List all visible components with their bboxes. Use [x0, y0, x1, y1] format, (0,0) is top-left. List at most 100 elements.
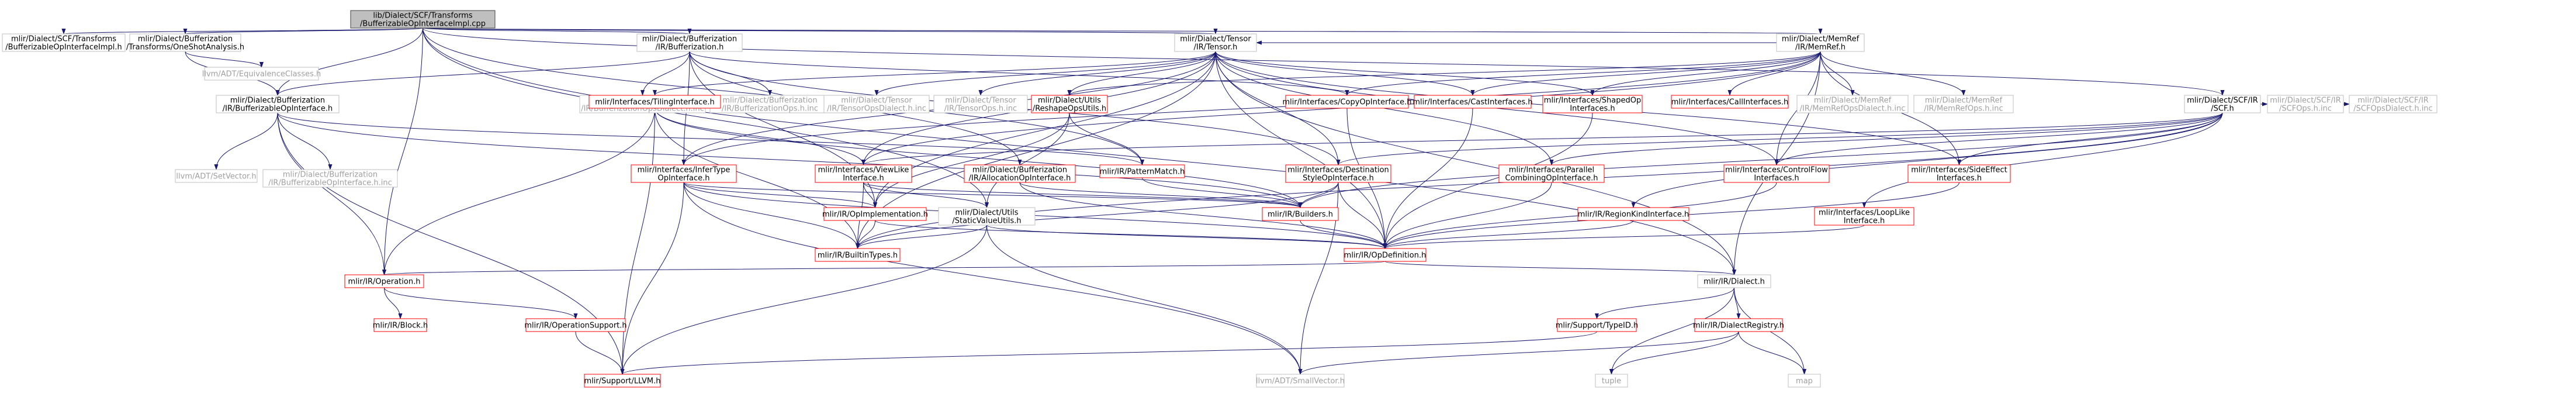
node-label-line: mlir/IR/OpImplementation.h: [822, 211, 928, 219]
node-dialect-registry[interactable]: mlir/IR/DialectRegistry.h: [1693, 318, 1784, 332]
edge-memref_ir-to-cast_ifaces: [1470, 51, 1821, 96]
node-cast-ifaces[interactable]: mlir/Interfaces/CastInterfaces.h: [1412, 95, 1533, 109]
edge-memref_ir-to-infertype_iface: [681, 51, 1821, 165]
node-box: [1262, 207, 1339, 221]
node-reshape-utils[interactable]: mlir/Dialect/Utils/ReshapeOpsUtils.h: [1031, 95, 1108, 113]
node-label-line: mlir/IR/Block.h: [373, 322, 428, 330]
node-box: [2, 33, 126, 52]
node-scf-ir[interactable]: mlir/Dialect/SCF/IR/SCF.h: [2184, 95, 2261, 113]
node-label-line: Interfaces.h: [1937, 174, 1982, 183]
edge-ir_dialect-to-tuple: [1609, 287, 1734, 375]
node-support-llvm[interactable]: mlir/Support/LLVM.h: [584, 374, 661, 388]
edge-dest_style_iface-to-builtin_types: [856, 182, 1339, 249]
node-root[interactable]: lib/Dialect/SCF/Transforms/BufferizableO…: [350, 10, 496, 29]
node-regionkind-iface[interactable]: mlir/IR/RegionKindInterface.h: [1577, 207, 1689, 221]
node-scf-ops-dialect-inc: mlir/Dialect/SCF/IR/SCFOpsDialect.h.inc: [2349, 95, 2437, 113]
node-label-line: mlir/Dialect/MemRef: [1782, 35, 1860, 44]
node-label-line: mlir/Dialect/Tensor: [841, 96, 912, 105]
edge-static_value_utils-to-support_llvm: [620, 225, 987, 375]
edge-op_definition-to-ir_dialect: [1384, 261, 1736, 275]
node-tiling-iface[interactable]: mlir/Interfaces/TilingInterface.h: [588, 95, 721, 109]
edge-root-to-ir_operation: [382, 27, 423, 275]
node-box: [1542, 95, 1643, 113]
node-ir-dialect[interactable]: mlir/IR/Dialect.h: [1697, 274, 1771, 288]
node-map: map: [1788, 374, 1821, 388]
edge-buf_opinterface-to-ir_operation: [277, 112, 386, 275]
node-builders[interactable]: mlir/IR/Builders.h: [1262, 207, 1339, 221]
node-buf-alloc-iface[interactable]: mlir/Dialect/Bufferization/IR/Allocation…: [964, 164, 1076, 183]
edge-shaped_iface-to-op_definition: [1383, 112, 1593, 249]
edge-infertype_iface-to-builtin_types: [683, 182, 860, 249]
edge-ir_operation-to-ir_block: [384, 287, 403, 319]
node-box: [1671, 95, 1789, 109]
node-buf-opinterface[interactable]: mlir/Dialect/Bufferization/IR/Bufferizab…: [216, 95, 340, 113]
node-label-line: /ReshapeOpsUtils.h: [1033, 105, 1106, 113]
edge-root-to-buf_ir_bufferization: [423, 27, 691, 34]
node-op-support[interactable]: mlir/IR/OperationSupport.h: [524, 318, 627, 332]
node-box: [1256, 374, 1345, 388]
node-label-line: mlir/Dialect/Tensor: [1180, 35, 1251, 44]
node-scf-ops-inc: mlir/Dialect/SCF/IR/SCFOps.h.inc: [2267, 95, 2344, 113]
node-label-line: /IR/Bufferization.h: [656, 43, 724, 52]
node-label-line: tuple: [1602, 377, 1621, 386]
node-typeid[interactable]: mlir/Support/TypeID.h: [1556, 318, 1638, 332]
node-label-line: mlir/Dialect/SCF/IR: [2270, 96, 2341, 105]
node-builtin-types[interactable]: mlir/IR/BuiltinTypes.h: [815, 248, 901, 262]
node-memref-ir[interactable]: mlir/Dialect/MemRef/IR/MemRef.h: [1776, 33, 1865, 52]
node-label-line: Interfaces.h: [1754, 174, 1799, 183]
node-box: [373, 318, 427, 332]
node-pattern-match[interactable]: mlir/IR/PatternMatch.h: [1099, 164, 1185, 178]
node-tensor-ir[interactable]: mlir/Dialect/Tensor/IR/Tensor.h: [1174, 33, 1257, 52]
node-label-line: mlir/Interfaces/Destination: [1287, 166, 1389, 175]
edge-regionkind_iface-to-op_definition: [1383, 220, 1634, 249]
node-box: [815, 164, 912, 183]
node-op-definition[interactable]: mlir/IR/OpDefinition.h: [1344, 248, 1427, 262]
edge-buf_oneshot-to-equiv_classes: [185, 51, 264, 68]
node-box: [1099, 164, 1185, 178]
node-call-ifaces[interactable]: mlir/Interfaces/CallInterfaces.h: [1671, 95, 1789, 109]
edge-tensor_ir-to-tiling_iface: [653, 51, 1216, 96]
edge-root-to-ir_dialect: [423, 27, 1736, 275]
edge-tiling_iface-to-viewlike_iface: [655, 108, 865, 165]
node-buf-ir-bufferization[interactable]: mlir/Dialect/Bufferization/IR/Bufferizat…: [636, 33, 743, 52]
node-ir-operation[interactable]: mlir/IR/Operation.h: [344, 274, 424, 288]
node-label-line: llvm/ADT/EquivalenceClasses.h: [202, 70, 321, 79]
edge-infertype_iface-to-builders: [683, 182, 1303, 208]
node-dest-style-iface[interactable]: mlir/Interfaces/DestinationStyleOpInterf…: [1285, 164, 1391, 183]
node-parallel-iface[interactable]: mlir/Interfaces/ParallelCombiningOpInter…: [1498, 164, 1605, 183]
node-label-line: mlir/Interfaces/CastInterfaces.h: [1412, 98, 1532, 107]
node-scf-transforms-bufimpl[interactable]: mlir/Dialect/SCF/Transforms/Bufferizable…: [2, 33, 126, 52]
edge-tiling_iface-to-ir_operation: [382, 108, 655, 275]
node-tensor-ops-inc: mlir/Dialect/Tensor/IR/TensorOps.h.inc: [933, 95, 1028, 113]
node-ir-block[interactable]: mlir/IR/Block.h: [373, 318, 428, 332]
node-op-impl[interactable]: mlir/IR/OpImplementation.h: [822, 207, 928, 221]
node-label-line: /BufferizableOpInterfaceImpl.cpp: [360, 20, 486, 29]
node-buf-oneshot[interactable]: mlir/Dialect/Bufferization/Transforms/On…: [126, 33, 244, 52]
edge-dest_style_iface-to-op_definition: [1338, 182, 1387, 249]
edges-layer: [62, 27, 2350, 375]
node-copy-iface[interactable]: mlir/Interfaces/CopyOpInterface.h: [1283, 95, 1412, 109]
node-label-line: /Transforms/OneShotAnalysis.h: [126, 43, 244, 52]
node-label-line: mlir/IR/Operation.h: [348, 278, 421, 287]
node-label-line: mlir/Interfaces/CopyOpInterface.h: [1283, 98, 1412, 107]
edge-scf_ir-to-parallel_iface: [1549, 112, 2223, 165]
edge-dialect_registry-to-tuple: [1609, 331, 1739, 375]
node-setvector: llvm/ADT/SetVector.h: [175, 169, 258, 183]
edge-op_support-to-support_llvm: [575, 331, 625, 375]
node-label-line: mlir/Dialect/Utils: [955, 209, 1018, 218]
edge-op_definition-to-ir_operation: [383, 261, 1386, 275]
node-static-value-utils[interactable]: mlir/Dialect/Utils/StaticValueUtils.h: [938, 207, 1036, 226]
node-buf-ops-inc: mlir/Dialect/Bufferization/IR/Bufferizat…: [709, 95, 830, 113]
edge-tensor_ir-to-tensor_ops_dialect_inc: [874, 51, 1216, 96]
edge-infertype_iface-to-op_impl: [683, 182, 877, 208]
node-box: [1174, 33, 1257, 52]
node-label-line: mlir/Dialect/MemRef: [1814, 96, 1892, 105]
edge-static_value_utils-to-builtin_types: [856, 225, 987, 249]
node-box: [933, 95, 1028, 113]
